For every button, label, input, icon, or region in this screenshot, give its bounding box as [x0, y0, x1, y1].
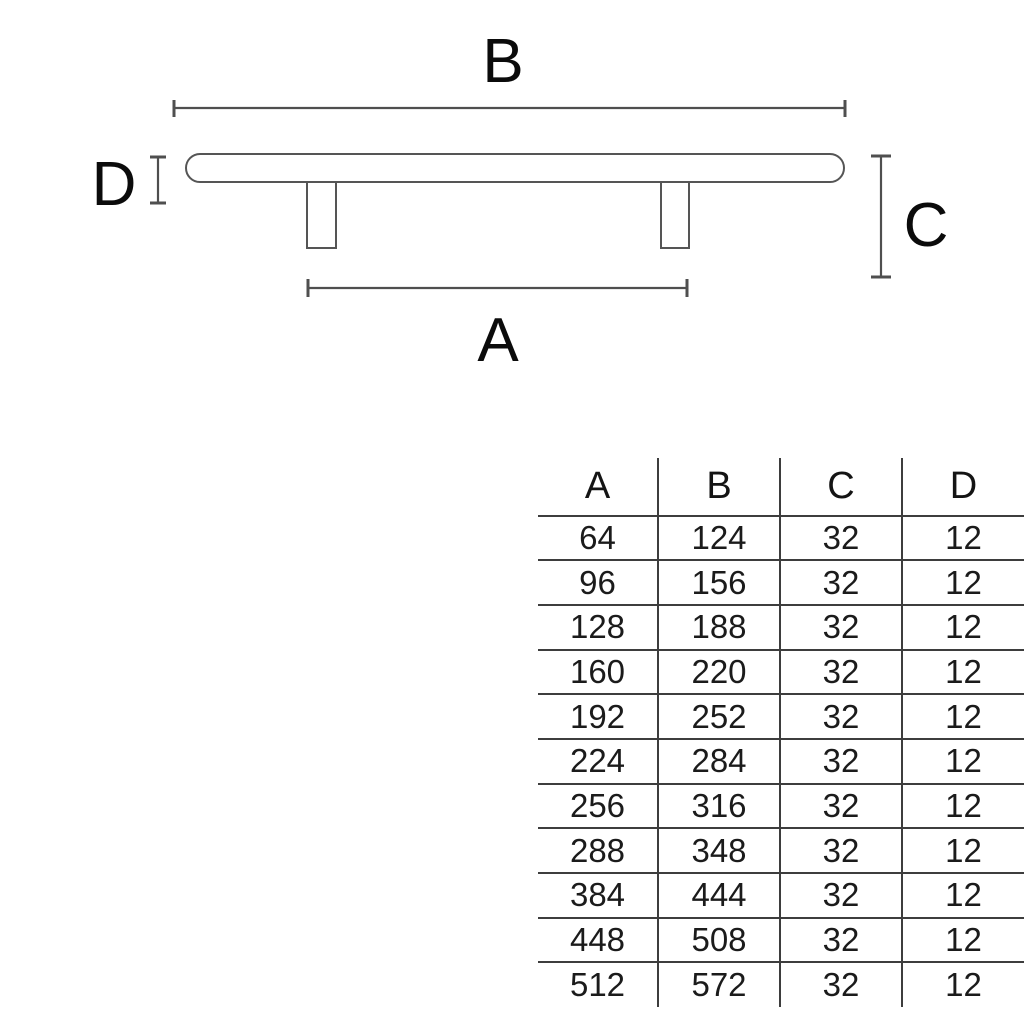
table-cell: 128	[538, 603, 659, 650]
table-cell: 12	[902, 916, 1024, 963]
dim-label-c: C	[904, 191, 949, 260]
table-cell: 348	[658, 827, 781, 873]
size-table-header-row: A B C D	[538, 458, 1024, 517]
dim-label-d: D	[92, 150, 137, 219]
table-row: 224 284 32 12	[538, 737, 1024, 784]
table-cell: 284	[658, 737, 781, 784]
col-header-a: A	[538, 458, 659, 517]
size-table: A B C D 64 124 32 12 96 156 32 12 128 18…	[538, 458, 1024, 1008]
table-cell: 32	[780, 916, 903, 963]
table-cell: 64	[538, 515, 659, 561]
table-row: 96 156 32 12	[538, 559, 1024, 605]
table-cell: 12	[902, 648, 1024, 695]
table-cell: 156	[658, 559, 781, 605]
table-cell: 32	[780, 603, 903, 650]
handle-post-right	[660, 180, 690, 249]
handle-post-left	[306, 180, 337, 249]
handle-dimension-diagram: B A C D	[92, 27, 949, 375]
table-cell: 32	[780, 872, 903, 918]
table-cell: 12	[902, 961, 1024, 1008]
handle-bar	[185, 153, 845, 183]
table-row: 192 252 32 12	[538, 693, 1024, 739]
dimension-a: A	[306, 279, 689, 375]
table-cell: 12	[902, 559, 1024, 605]
table-cell: 444	[658, 872, 781, 918]
table-cell: 508	[658, 916, 781, 963]
table-row: 384 444 32 12	[538, 872, 1024, 918]
table-cell: 12	[945, 518, 982, 556]
col-header-d: D	[902, 458, 1024, 517]
table-cell: 32	[780, 827, 903, 873]
table-cell: 124	[658, 515, 781, 561]
table-row: 64 124 32 12	[538, 515, 1024, 561]
table-cell: 288	[538, 827, 659, 873]
table-cell: 188	[658, 603, 781, 650]
col-header-c: C	[780, 458, 903, 517]
table-cell: 96	[538, 559, 659, 605]
table-row: 160 220 32 12	[538, 648, 1024, 695]
table-cell: 32	[780, 782, 903, 829]
table-row: 448 508 32 12	[538, 916, 1024, 963]
table-cell: 32	[780, 961, 903, 1008]
table-cell: 224	[538, 737, 659, 784]
table-cell: 32	[780, 559, 903, 605]
dim-label-a: A	[477, 306, 519, 375]
dimension-c: C	[871, 154, 949, 279]
table-row: 128 188 32 12	[538, 603, 1024, 650]
table-cell: 220	[658, 648, 781, 695]
table-cell: 252	[658, 693, 781, 739]
table-cell: 384	[538, 872, 659, 918]
table-cell: 32	[780, 648, 903, 695]
table-cell: 12	[902, 872, 1024, 918]
table-row: 288 348 32 12	[538, 827, 1024, 873]
dimension-d: D	[92, 150, 166, 219]
table-cell: 192	[538, 693, 659, 739]
table-cell: 12	[902, 737, 1024, 784]
dim-label-b: B	[482, 27, 523, 96]
dimension-b: B	[172, 27, 847, 117]
table-cell: 448	[538, 916, 659, 963]
table-cell: 316	[658, 782, 781, 829]
col-header-b: B	[658, 458, 781, 517]
table-cell: 512	[538, 961, 659, 1008]
table-cell: 12	[902, 693, 1024, 739]
table-cell: 12	[902, 827, 1024, 873]
table-cell: 12	[902, 603, 1024, 650]
table-row: 256 316 32 12	[538, 782, 1024, 829]
table-cell: 256	[538, 782, 659, 829]
table-cell: 32	[780, 737, 903, 784]
table-cell: 12	[902, 782, 1024, 829]
table-cell: 572	[658, 961, 781, 1008]
table-cell: 160	[538, 648, 659, 695]
table-row: 512 572 32 12	[538, 961, 1024, 1008]
table-cell: 32	[780, 693, 903, 739]
table-cell: 32	[780, 515, 903, 561]
